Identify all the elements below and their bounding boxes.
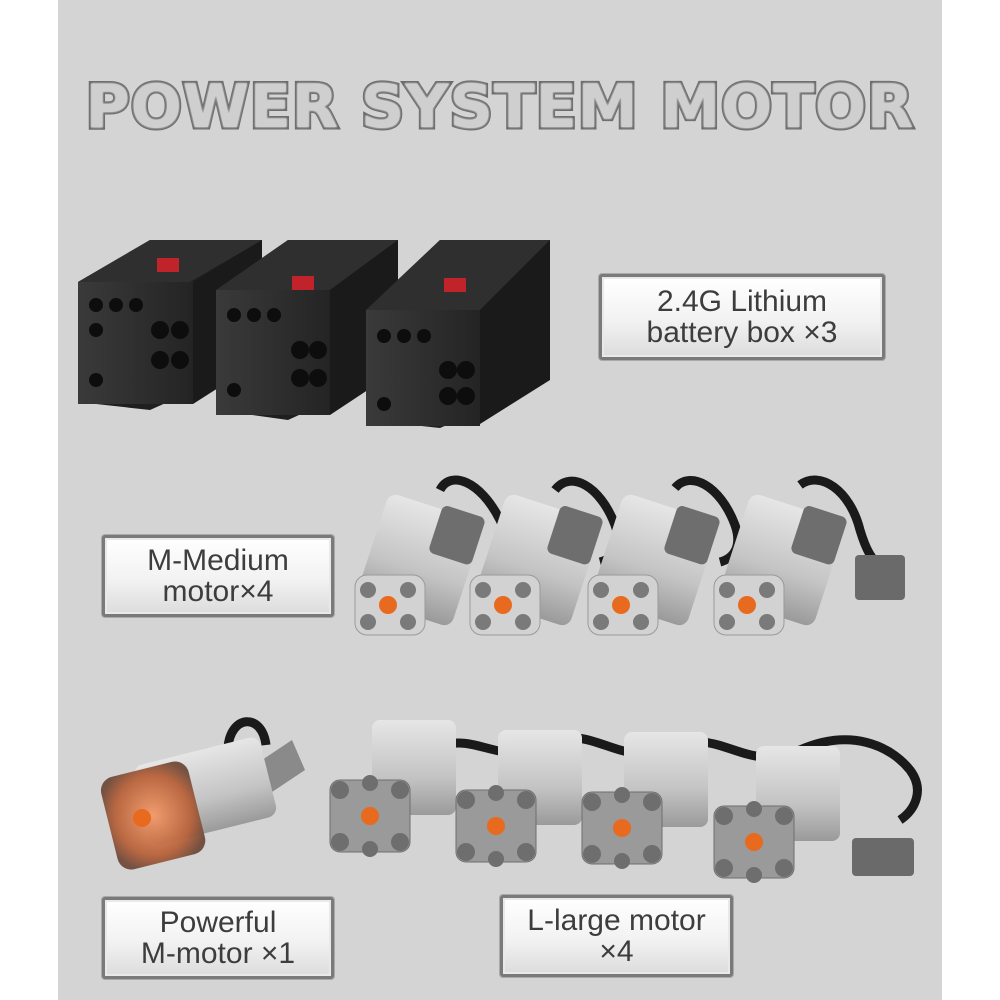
battery-led	[292, 276, 314, 290]
page-title: POWER SYSTEM MOTOR	[83, 70, 915, 145]
large-motor-label-line1: L-large motor	[527, 904, 706, 937]
medium-motor-label-line2: motor×4	[162, 575, 274, 608]
medium-motor-1	[354, 475, 510, 636]
powerful-motor-label-line1: Powerful	[159, 906, 277, 939]
medium-motor-label: M-Medium motor×4	[102, 535, 334, 617]
powerful-motor-label-line2: M-motor ×1	[140, 937, 296, 970]
large-motor-1	[329, 720, 456, 857]
medium-motor-4	[713, 475, 905, 636]
battery-box-label-line2: battery box ×3	[646, 316, 838, 349]
battery-led	[444, 278, 466, 292]
large-motor-2	[455, 730, 582, 867]
battery-box-3	[366, 240, 550, 428]
powerful-motor-label: Powerful M-motor ×1	[102, 897, 334, 979]
medium-motor-2	[469, 476, 623, 636]
battery-box-label: 2.4G Lithium battery box ×3	[599, 274, 885, 360]
battery-led	[157, 258, 179, 272]
battery-box-label-line1: 2.4G Lithium	[656, 285, 828, 318]
large-motor-label-line2: ×4	[599, 935, 634, 968]
powerful-motor	[100, 717, 305, 870]
medium-motor-3	[587, 476, 743, 636]
cable-connector	[852, 838, 914, 876]
large-motor-label: L-large motor ×4	[500, 895, 733, 977]
large-motor-4	[713, 746, 840, 883]
large-motor-3	[581, 732, 708, 869]
medium-motor-label-line1: M-Medium	[147, 544, 289, 577]
cable-connector	[855, 555, 905, 600]
